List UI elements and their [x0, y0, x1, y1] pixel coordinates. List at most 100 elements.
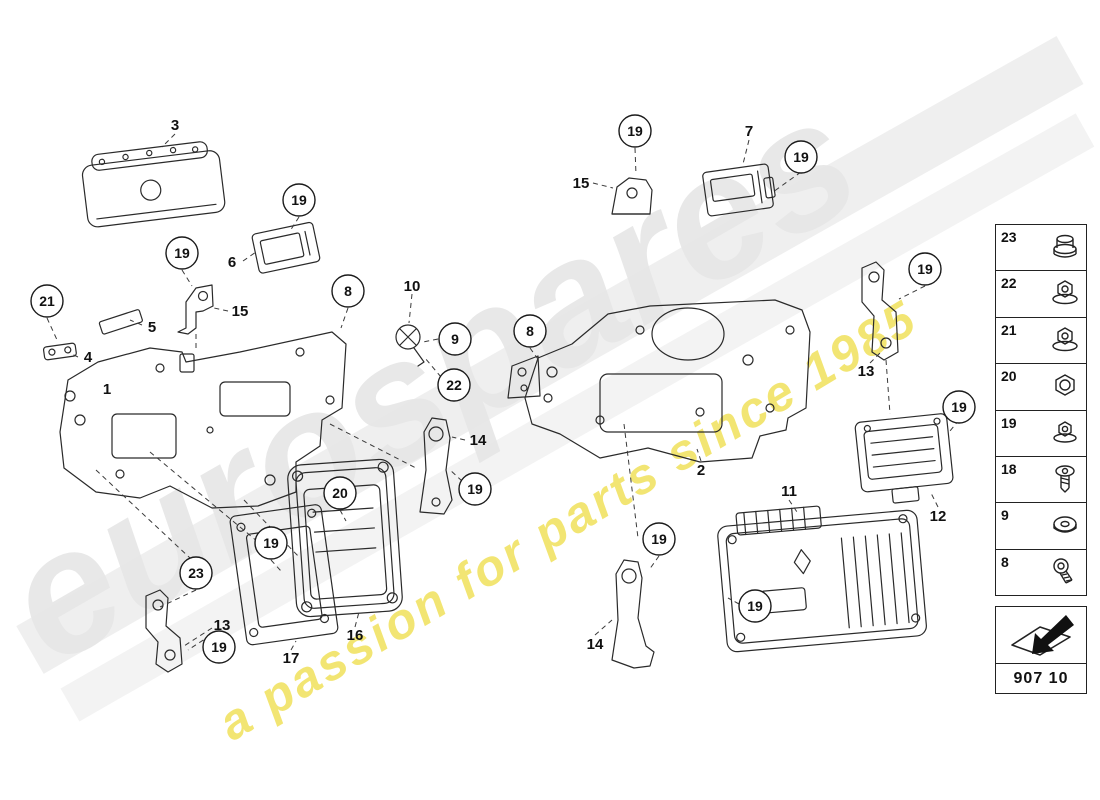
svg-text:19: 19	[793, 149, 809, 165]
label-3: 3	[171, 117, 179, 134]
label-13: 13	[214, 617, 231, 634]
hardware-sidebar: 23 22 21	[995, 224, 1087, 597]
callout-8[interactable]: 8	[513, 314, 547, 348]
svg-text:8: 8	[526, 323, 534, 339]
sidebar-item-23[interactable]: 23	[996, 225, 1086, 272]
part-relay-6	[251, 221, 321, 274]
svg-text:19: 19	[291, 192, 307, 208]
part-plate-17	[229, 504, 339, 646]
part-bracket-15-left	[177, 284, 214, 335]
sidebar-item-number: 9	[1001, 507, 1009, 524]
flange-nut-icon	[1043, 417, 1083, 451]
part-group-code: 907 10	[996, 663, 1086, 693]
callout-19[interactable]: 19	[458, 472, 492, 506]
label-13: 13	[858, 363, 875, 380]
part-bracket-14-bottom	[611, 559, 655, 669]
watermark-swoosh	[16, 36, 1095, 722]
sidebar-item-number: 23	[1001, 229, 1017, 245]
svg-text:21: 21	[39, 293, 55, 309]
svg-text:19: 19	[211, 639, 227, 655]
callout-19[interactable]: 19	[618, 114, 652, 148]
flange-nut-icon	[1043, 277, 1083, 311]
part-control-unit-3	[81, 141, 226, 228]
sidebar-item-19[interactable]: 19	[996, 410, 1086, 457]
flange-nut-icon	[1043, 324, 1083, 358]
part-bracket-14-mid	[419, 417, 453, 515]
label-12: 12	[930, 508, 947, 525]
part-plate-5	[98, 309, 143, 335]
hex-nut-icon	[1043, 370, 1083, 404]
callout-19[interactable]: 19	[908, 252, 942, 286]
sidebar-item-number: 19	[1001, 414, 1017, 431]
part-mounting-plate-1	[59, 331, 347, 509]
callout-21[interactable]: 21	[30, 284, 64, 318]
sidebar-item-9[interactable]: 9	[996, 503, 1086, 550]
part-bracket-13-bottom	[145, 589, 183, 673]
callout-19[interactable]: 19	[784, 140, 818, 174]
callout-20[interactable]: 20	[323, 476, 357, 510]
svg-text:19: 19	[951, 399, 967, 415]
label-2: 2	[697, 462, 705, 479]
label-17: 17	[283, 650, 300, 667]
callout-22[interactable]: 22	[437, 368, 471, 402]
cap-nut-icon	[1043, 231, 1083, 265]
part-mounting-plate-2	[507, 299, 811, 463]
svg-text:19: 19	[467, 481, 483, 497]
label-14: 14	[587, 636, 604, 653]
sidebar-item-number: 8	[1001, 553, 1009, 570]
svg-text:19: 19	[174, 245, 190, 261]
pan-head-screw-icon	[1043, 463, 1083, 497]
callout-19[interactable]: 19	[254, 526, 288, 560]
part-bracket-15-top	[611, 177, 653, 215]
svg-text:19: 19	[651, 531, 667, 547]
svg-text:9: 9	[451, 331, 459, 347]
part-control-unit-12	[854, 413, 954, 504]
socket-bolt-icon	[1043, 556, 1083, 590]
svg-text:19: 19	[263, 535, 279, 551]
callout-19[interactable]: 19	[942, 390, 976, 424]
sidebar-item-number: 18	[1001, 460, 1017, 477]
sidebar-item-8[interactable]: 8	[996, 549, 1086, 596]
callout-19[interactable]: 19	[165, 236, 199, 270]
direction-arrow-icon	[996, 607, 1086, 663]
part-control-unit-11	[717, 505, 927, 653]
part-bracket-13-right	[861, 261, 899, 361]
callouts: 21 19 19 8 9 22 19 19 8 19 19 19 20 19 2…	[30, 114, 976, 664]
label-6: 6	[228, 254, 236, 271]
callout-8[interactable]: 8	[331, 274, 365, 308]
sidebar-item-21[interactable]: 21	[996, 317, 1086, 365]
svg-text:23: 23	[188, 565, 204, 581]
sidebar-item-22[interactable]: 22	[996, 271, 1086, 318]
part-bracket-4	[42, 342, 77, 361]
callout-19[interactable]: 19	[738, 589, 772, 623]
callout-19[interactable]: 19	[282, 183, 316, 217]
callout-19[interactable]: 19	[202, 630, 236, 664]
callout-9[interactable]: 9	[438, 322, 472, 356]
label-10: 10	[404, 278, 421, 295]
svg-text:8: 8	[344, 283, 352, 299]
washer-icon	[1043, 509, 1083, 543]
part-relay-7	[702, 163, 776, 217]
svg-text:22: 22	[446, 377, 462, 393]
sidebar-item-number: 22	[1001, 275, 1017, 292]
label-5: 5	[148, 319, 156, 336]
sidebar-item-number: 20	[1001, 368, 1017, 385]
part-number-labels: 3 6 15 5 4 10 1 15 7 2 13 14 11 12 16 17…	[84, 117, 947, 667]
sidebar-item-20[interactable]: 20	[996, 364, 1086, 411]
part-group-box[interactable]: 907 10	[995, 606, 1087, 694]
sidebar-item-18[interactable]: 18	[996, 456, 1086, 504]
label-16: 16	[347, 627, 364, 644]
label-1: 1	[103, 381, 111, 398]
callout-23[interactable]: 23	[179, 556, 213, 590]
svg-text:19: 19	[917, 261, 933, 277]
svg-text:20: 20	[332, 485, 348, 501]
label-7: 7	[745, 123, 753, 140]
callout-19[interactable]: 19	[642, 522, 676, 556]
svg-text:19: 19	[627, 123, 643, 139]
label-11: 11	[781, 483, 797, 500]
label-14: 14	[470, 432, 487, 449]
svg-text:19: 19	[747, 598, 763, 614]
label-15: 15	[232, 303, 249, 320]
